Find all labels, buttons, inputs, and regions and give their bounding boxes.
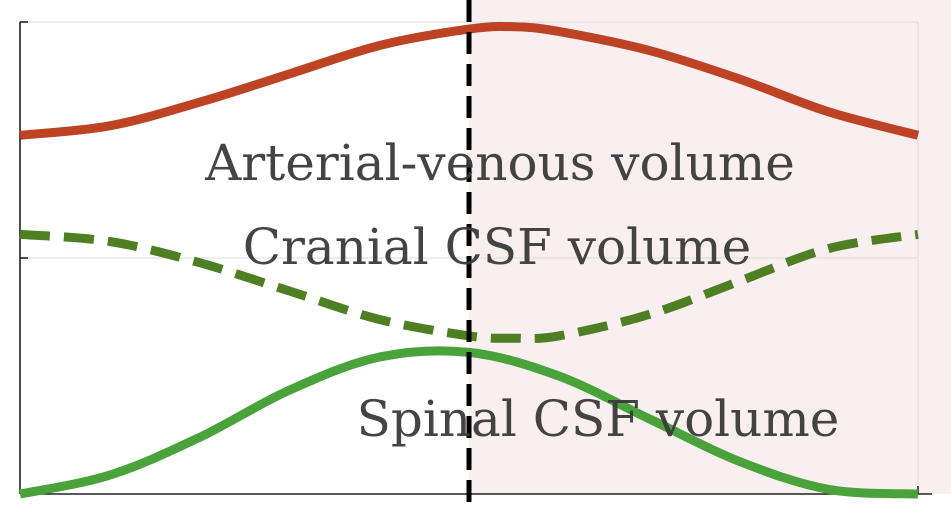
series-label-arterial: Arterial-venous volume bbox=[204, 134, 795, 192]
shaded-region bbox=[469, 0, 951, 494]
series-label-spinal: Spinal CSF volume bbox=[357, 390, 840, 448]
shaded-region-layer bbox=[469, 0, 951, 494]
axes-layer bbox=[19, 21, 932, 495]
series-line-cranial bbox=[19, 229, 919, 344]
series-label-layer: Arterial-venous volume Cranial CSF volum… bbox=[204, 134, 839, 448]
series-line-arterial bbox=[19, 21, 920, 140]
series-label-cranial: Cranial CSF volume bbox=[243, 218, 752, 276]
